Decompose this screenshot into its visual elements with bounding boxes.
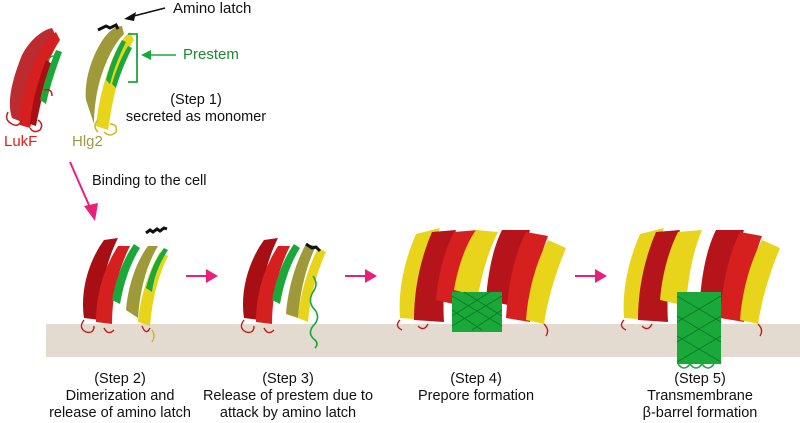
released-prestem	[309, 275, 319, 349]
prestem-bracket	[128, 33, 138, 83]
lukf-structure	[5, 28, 62, 133]
step2-caption: (Step 2) Dimerization and release of ami…	[36, 371, 204, 422]
amino-latch-pointer	[129, 7, 166, 18]
step4-line1: Prepore formation	[417, 388, 535, 404]
hlg2-label: Hlg2	[72, 133, 103, 150]
released-amino-latch	[145, 226, 168, 235]
binding-label: Binding to the cell	[92, 173, 207, 189]
step5-line2: β-barrel formation	[642, 405, 758, 421]
step3-line2: attack by amino latch	[219, 405, 357, 421]
binding-arrow	[69, 161, 93, 213]
step1-desc: secreted as monomer	[125, 109, 267, 125]
step1-title: (Step 1)	[170, 92, 222, 108]
step5-pore	[620, 228, 780, 369]
step2-line2: release of amino latch	[49, 405, 191, 421]
step3-dimer	[240, 238, 326, 349]
step4-title: (Step 4)	[450, 371, 502, 387]
arrow-step3-to-4	[345, 269, 377, 283]
step5-line1: Transmembrane	[647, 388, 753, 404]
step3-line1: Release of prestem due to	[202, 388, 374, 404]
step3-title: (Step 3)	[262, 371, 314, 387]
step5-caption: (Step 5) Transmembrane β-barrel formatio…	[630, 371, 770, 422]
step4-caption: (Step 4) Prepore formation	[406, 371, 546, 405]
cell-membrane	[46, 324, 800, 357]
step2-line1: Dimerization and	[65, 388, 175, 404]
prestem-label: Prestem	[183, 46, 239, 63]
step4-prepore	[396, 228, 566, 337]
step2-dimer	[80, 226, 168, 343]
arrow-step2-to-3	[186, 269, 218, 283]
lukf-label: LukF	[4, 133, 38, 150]
step5-title: (Step 5)	[674, 371, 726, 387]
step2-title: (Step 2)	[94, 371, 146, 387]
amino-latch-label: Amino latch	[173, 0, 252, 17]
step1-caption: (Step 1) secreted as monomer	[116, 92, 276, 126]
arrow-step4-to-5	[575, 269, 607, 283]
hlg2-structure	[85, 22, 134, 136]
step3-caption: (Step 3) Release of prestem due to attac…	[188, 371, 388, 422]
